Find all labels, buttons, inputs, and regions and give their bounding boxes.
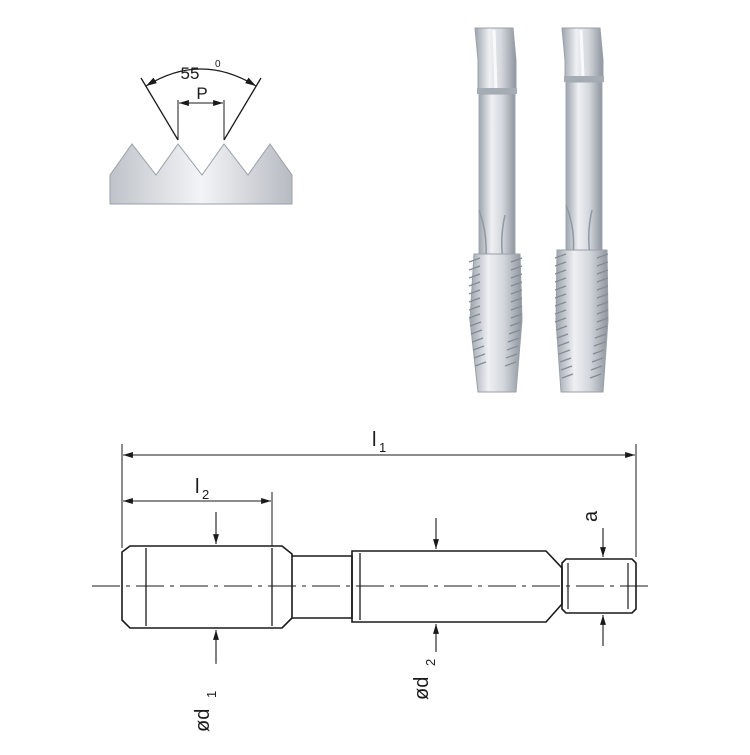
label-l2: l [195, 476, 199, 498]
thread-ridges-1 [468, 257, 523, 367]
label-d2: ød [411, 677, 433, 700]
dimension-l2: l 2 [123, 476, 273, 546]
label-l2-sub: 2 [202, 487, 209, 502]
label-d2-sub: 2 [423, 659, 438, 666]
dimension-d1: ød 1 [192, 512, 219, 732]
label-d1: ød [192, 709, 214, 732]
angle-arc [145, 68, 257, 87]
thread-teeth [109, 143, 293, 205]
label-l1: l [372, 429, 376, 451]
label-d1-sub: 1 [204, 691, 219, 698]
dimension-d2: ød 2 [411, 518, 439, 700]
flank-line-left [140, 77, 179, 141]
label-l1-sub: 1 [379, 440, 386, 455]
label-a: a [580, 510, 602, 522]
angle-unit: 0 [215, 59, 221, 70]
square-drive [561, 558, 637, 614]
tap-photo-1 [468, 27, 523, 393]
dimension-l1: l 1 [121, 429, 637, 557]
threaded-section [121, 545, 293, 629]
pitch-label: P [196, 84, 207, 103]
dimension-a: a [580, 510, 606, 646]
flank-line-right [223, 77, 262, 141]
tap-photo-2 [554, 27, 609, 393]
neck-section [292, 555, 353, 619]
thread-profile: 55 0 P [109, 59, 293, 205]
angle-label: 55 [181, 64, 200, 83]
tap-outline-drawing [121, 545, 637, 629]
thread-ridges-2 [554, 253, 609, 379]
